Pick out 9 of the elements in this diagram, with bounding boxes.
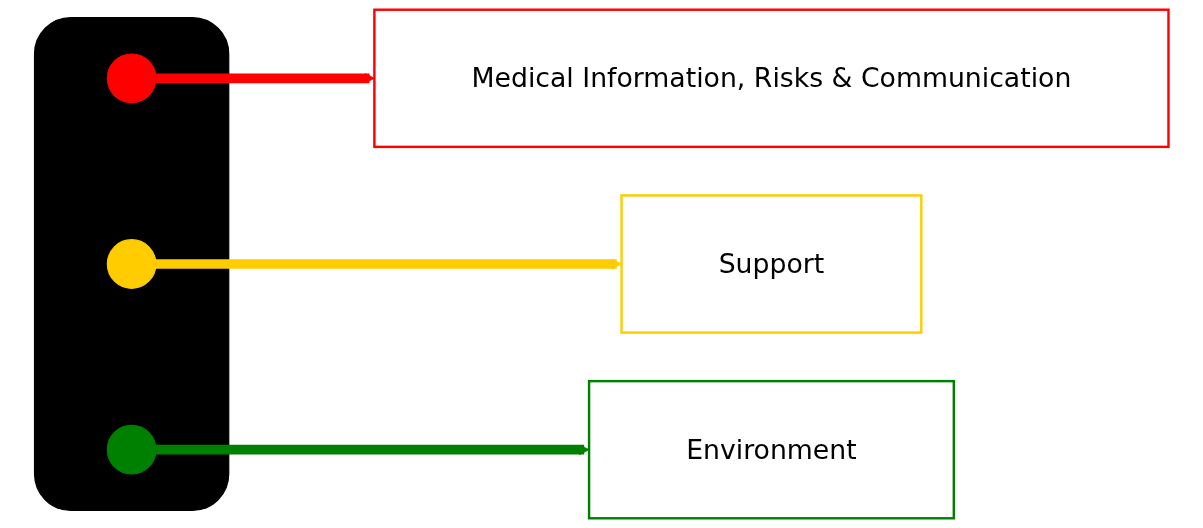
node-circle: [106, 424, 157, 475]
node-box: Environment: [587, 379, 955, 520]
node-box: Medical Information, Risks & Communication: [373, 8, 1170, 149]
node-circle: [106, 53, 157, 104]
arrow: [155, 72, 375, 84]
node-circle: [106, 239, 157, 289]
cluster: [33, 17, 230, 511]
node-box: Support: [620, 194, 923, 334]
arrow: [155, 444, 590, 456]
